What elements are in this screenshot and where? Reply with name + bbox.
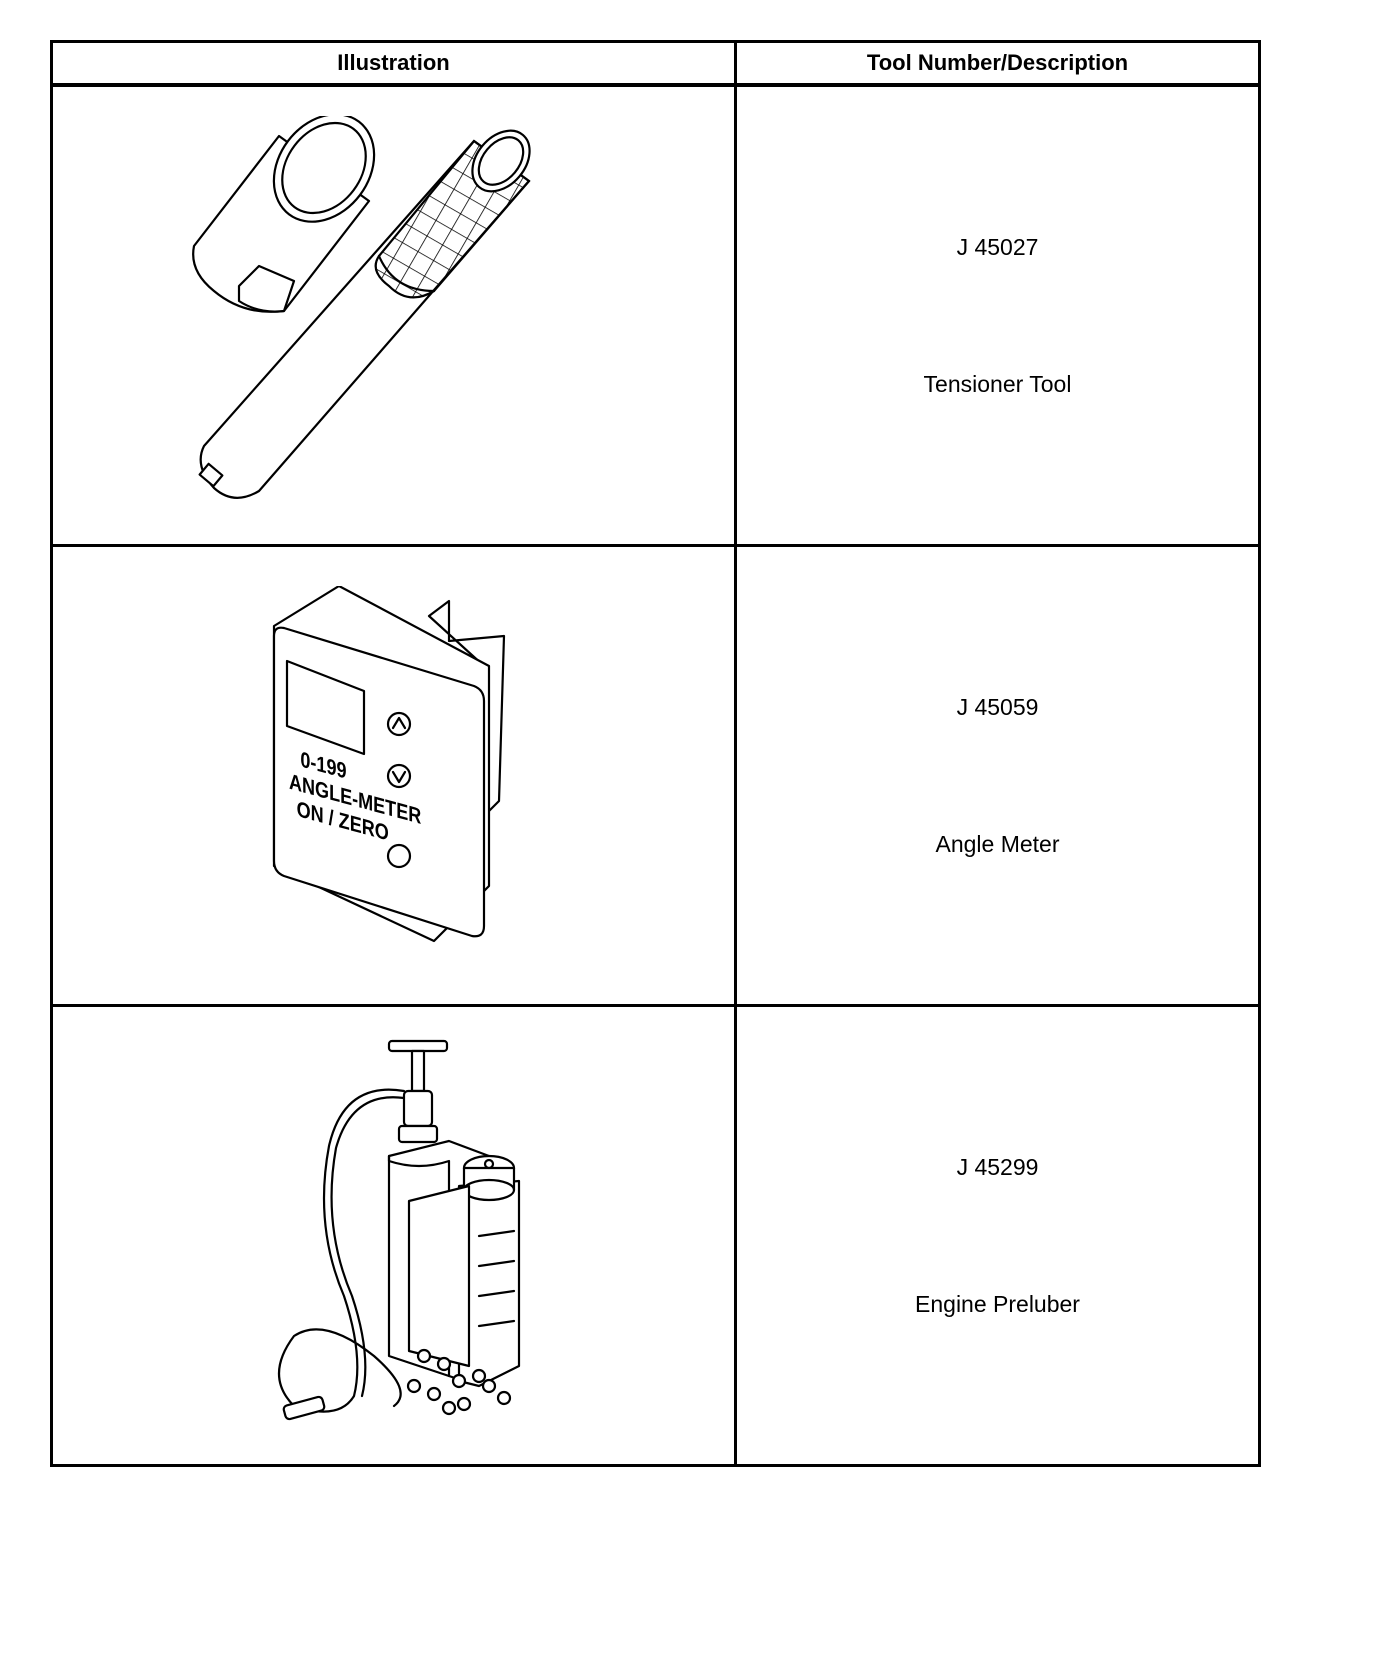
table-row: J 45299 Engine Preluber <box>50 1004 1261 1467</box>
adapter-fittings <box>406 1348 511 1415</box>
table-row: 0-199 ANGLE-METER ON / ZERO J 45059 Angl… <box>50 544 1261 1007</box>
table-row: J 45027 Tensioner Tool <box>50 83 1261 547</box>
tool-description-cell: J 45059 Angle Meter <box>734 544 1261 1007</box>
illustration-cell: 0-199 ANGLE-METER ON / ZERO <box>50 544 737 1007</box>
tool-description: Engine Preluber <box>915 1290 1080 1317</box>
tool-number: J 45027 <box>956 233 1039 260</box>
header-tool-number-description: Tool Number/Description <box>734 40 1261 87</box>
angle-meter-illustration: 0-199 ANGLE-METER ON / ZERO <box>272 585 505 942</box>
tool-table: Illustration Tool Number/Description <box>50 40 1261 1467</box>
illustration-cell <box>50 83 737 547</box>
tensioner-tool-illustration <box>191 115 531 499</box>
illustration-cell <box>50 1004 737 1467</box>
tool-description-cell: J 45027 Tensioner Tool <box>734 83 1261 547</box>
tool-number: J 45059 <box>956 693 1039 720</box>
tool-description: Angle Meter <box>935 830 1060 857</box>
tool-number: J 45299 <box>956 1153 1039 1180</box>
header-row: Illustration Tool Number/Description <box>50 40 1261 87</box>
tool-description-cell: J 45299 Engine Preluber <box>734 1004 1261 1467</box>
header-illustration: Illustration <box>50 40 737 87</box>
on-zero-button-icon <box>386 843 411 868</box>
up-button-icon <box>386 711 411 736</box>
down-button-icon <box>386 763 411 788</box>
engine-preluber-illustration <box>277 1039 520 1420</box>
tool-description: Tensioner Tool <box>923 370 1072 397</box>
